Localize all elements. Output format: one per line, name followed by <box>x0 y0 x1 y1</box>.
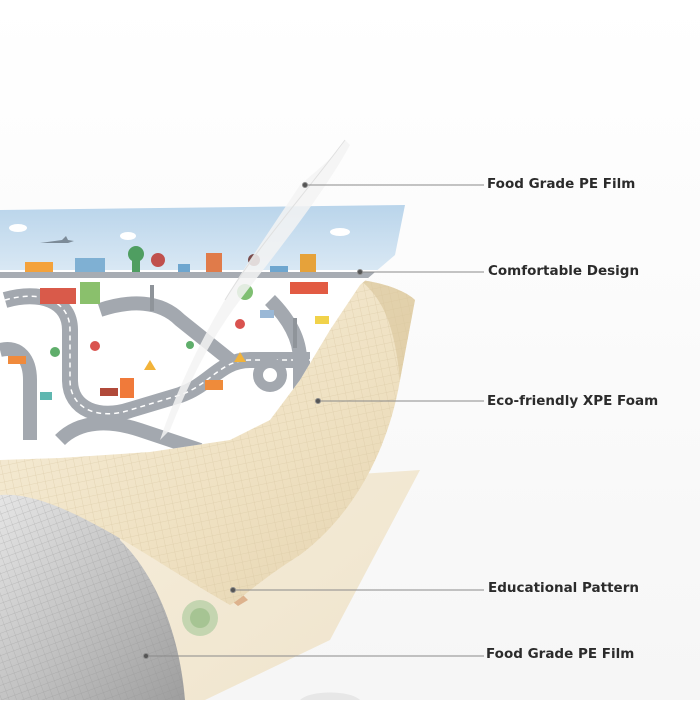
bottom-grey-film <box>0 488 185 700</box>
top-pe-film <box>160 139 350 440</box>
callout-food-grade-pe-film-bottom: Food Grade PE Film <box>486 646 635 662</box>
callout-comfortable-design: Comfortable Design <box>488 263 640 279</box>
callout-educational-pattern: Educational Pattern <box>488 580 639 596</box>
callout-eco-friendly-xpe-foam: Eco-friendly XPE Foam <box>487 393 659 409</box>
callout-food-grade-pe-film-top: Food Grade PE Film <box>487 176 636 192</box>
leader-lines <box>143 182 484 659</box>
